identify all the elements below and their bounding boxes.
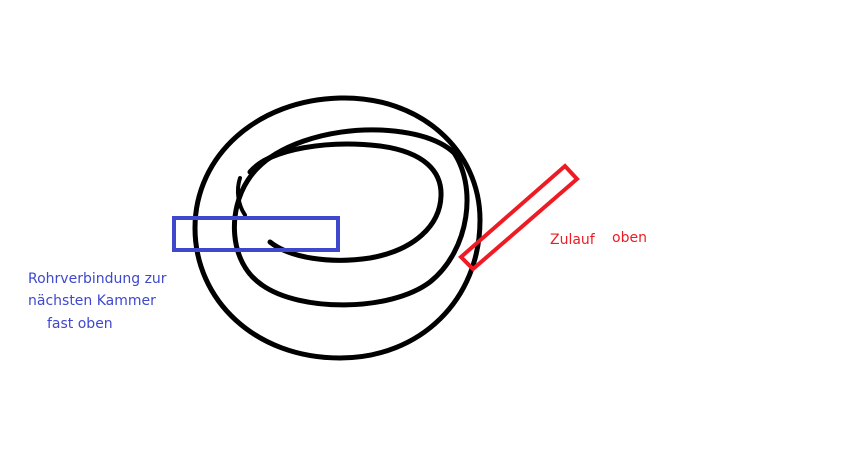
inner-ring-inner (247, 141, 444, 263)
inlet-pipe (458, 163, 580, 272)
pipe-connection-label-line2: nächsten Kammer (28, 293, 156, 309)
inner-ring-stub (235, 176, 247, 217)
pipe-connection-label-line3: fast oben (47, 316, 113, 332)
pipe-connection-box (172, 216, 340, 252)
inner-ring-outer (231, 127, 470, 308)
inlet-label: Zulauf (550, 232, 595, 248)
inlet-position-label: oben (612, 230, 647, 246)
pipe-connection-label-line1: Rohrverbindung zur (28, 271, 167, 287)
outer-chamber-wall (192, 95, 483, 361)
